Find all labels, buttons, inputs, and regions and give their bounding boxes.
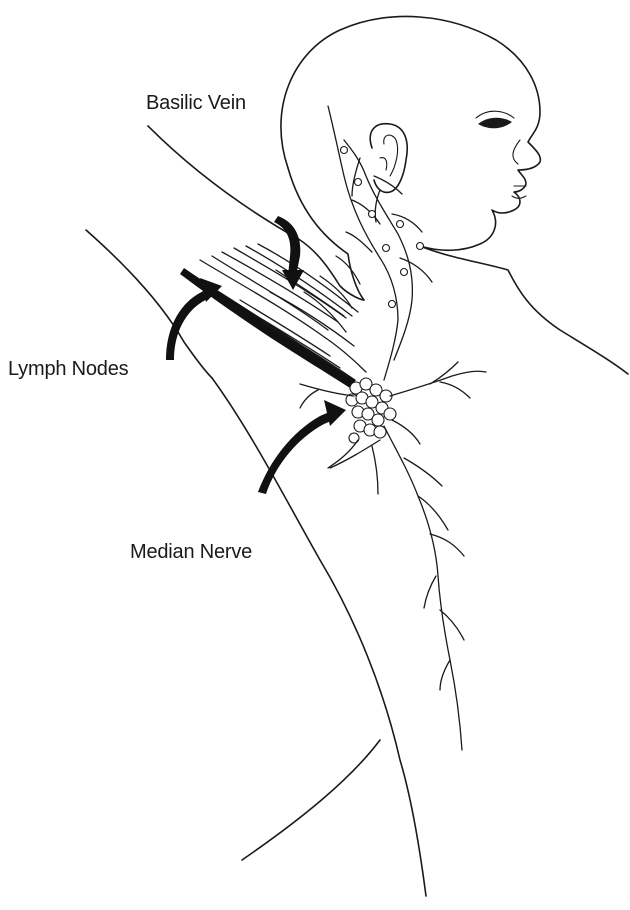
median-nerve-path	[330, 426, 464, 750]
ear	[370, 124, 407, 193]
head-outline	[281, 17, 540, 251]
eye	[476, 111, 514, 128]
label-lymph-nodes: Lymph Nodes	[8, 358, 128, 381]
cervical-nodes	[341, 147, 424, 308]
upper-arm-outline	[86, 126, 364, 378]
neck-shoulder-outline	[288, 168, 628, 374]
label-median-nerve: Median Nerve	[130, 541, 252, 564]
label-basilic-vein: Basilic Vein	[146, 92, 246, 115]
arrow-median-nerve	[258, 400, 346, 494]
torso-outline	[212, 378, 426, 896]
arrow-lymph-nodes	[166, 278, 222, 360]
neurovascular-bundle	[180, 244, 366, 388]
axillary-node-cluster	[346, 378, 396, 443]
cervical-lymph-vessels	[304, 106, 432, 380]
